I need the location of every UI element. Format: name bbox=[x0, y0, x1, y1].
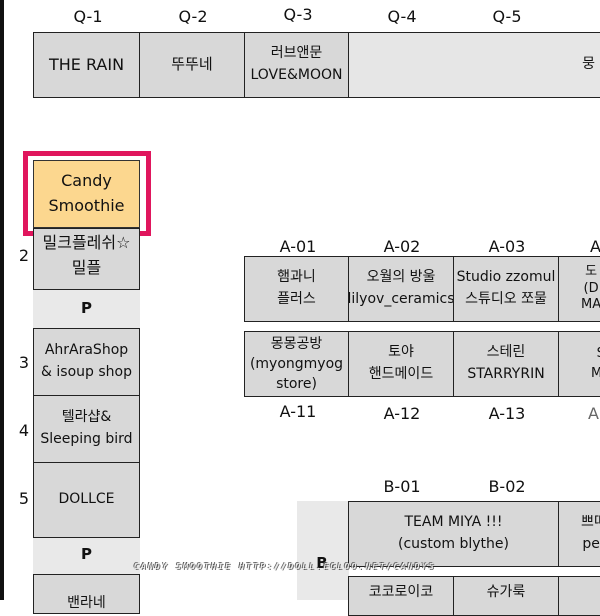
booth-left-bottom[interactable]: 밴라네 bbox=[33, 574, 140, 614]
passage-bar-2 bbox=[33, 538, 140, 574]
booth-milkflash[interactable]: 밀크플레쉬☆ 밀플 bbox=[33, 228, 140, 290]
q-label-4: Q-4 bbox=[387, 7, 417, 26]
b-label-02: B-02 bbox=[488, 477, 526, 496]
booth-q1[interactable]: THE RAIN bbox=[33, 32, 140, 98]
booth-b13-partial[interactable] bbox=[558, 576, 600, 616]
booth-a14-partial[interactable]: S ME bbox=[558, 331, 600, 397]
booth-b03-partial[interactable]: 쁘띠 pet bbox=[558, 501, 600, 567]
row-number-2: 2 bbox=[18, 246, 30, 265]
q-label-1: Q-1 bbox=[73, 7, 103, 26]
booth-ahrarashop[interactable]: AhrAraShop & isoup shop bbox=[33, 328, 140, 396]
booth-q4-q5[interactable]: 뭉 bbox=[348, 32, 600, 98]
a-label-04-partial: A bbox=[590, 237, 600, 256]
row-number-5: 5 bbox=[18, 489, 30, 508]
booth-a01[interactable]: 햄과니 플러스 bbox=[244, 256, 349, 322]
map-frame-left-edge bbox=[0, 0, 4, 600]
booth-a02[interactable]: 오월의 방울 lilyov_ceramics bbox=[348, 256, 454, 322]
booth-a12[interactable]: 토야 핸드메이드 bbox=[348, 331, 454, 397]
b-side-label: B bbox=[316, 554, 328, 572]
booth-b12[interactable]: 슈가룩 bbox=[453, 576, 559, 616]
q-label-5: Q-5 bbox=[492, 7, 522, 26]
booth-q3[interactable]: 러브앤문 LOVE&MOON bbox=[244, 32, 349, 98]
row-number-4: 4 bbox=[18, 421, 30, 440]
a-label-02: A-02 bbox=[383, 237, 421, 256]
q-label-3: Q-3 bbox=[283, 5, 313, 24]
p-label-1: P bbox=[81, 299, 92, 317]
booth-a13[interactable]: 스테린 STARRYRIN bbox=[453, 331, 559, 397]
booth-a04-partial[interactable]: 도 (D MA bbox=[558, 256, 600, 322]
a-label-12: A-12 bbox=[383, 404, 421, 423]
booth-b11[interactable]: 코코로이코 bbox=[348, 576, 454, 616]
booth-tella-shop[interactable]: 텔라샵& Sleeping bird bbox=[33, 395, 140, 463]
q-label-2: Q-2 bbox=[178, 7, 208, 26]
passage-bar-1 bbox=[33, 290, 140, 328]
a-label-01: A-01 bbox=[279, 237, 317, 256]
booth-candy-smoothie[interactable]: Candy Smoothie bbox=[33, 160, 140, 228]
watermark-text: CANDY SMOOTHIE HTTP://DOLL.EGLOO.NET/CAN… bbox=[134, 562, 436, 571]
p-label-2: P bbox=[81, 545, 92, 563]
booth-q2[interactable]: 뚜뚜네 bbox=[139, 32, 245, 98]
a-label-11: A-11 bbox=[279, 402, 317, 421]
a-label-03: A-03 bbox=[488, 237, 526, 256]
booth-b01-b02[interactable]: TEAM MIYA !!! (custom blythe) bbox=[348, 501, 559, 567]
a-label-14-partial: A bbox=[588, 404, 599, 422]
row-number-3: 3 bbox=[18, 353, 30, 372]
b-side-passage bbox=[297, 501, 349, 600]
booth-dollce[interactable]: DOLLCE bbox=[33, 462, 140, 538]
a-label-13: A-13 bbox=[488, 404, 526, 423]
booth-a03[interactable]: Studio zzomul 스튜디오 쪼물 bbox=[453, 256, 559, 322]
booth-a11[interactable]: 몽몽공방 (myongmyog store) bbox=[244, 331, 349, 397]
b-label-01: B-01 bbox=[383, 477, 421, 496]
